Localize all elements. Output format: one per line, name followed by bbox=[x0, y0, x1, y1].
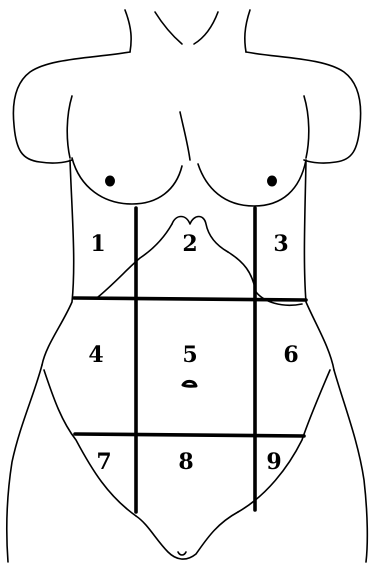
right-nipple-icon bbox=[267, 176, 277, 187]
region-label-3: 3 bbox=[273, 231, 288, 257]
left-hip-outline bbox=[7, 365, 42, 562]
region-label-5: 5 bbox=[182, 342, 197, 368]
neck-right-outline bbox=[245, 10, 250, 52]
region-label-7: 7 bbox=[96, 449, 111, 475]
region-label-8: 8 bbox=[178, 449, 193, 475]
navel-icon bbox=[183, 381, 196, 386]
upper-horizontal-line bbox=[74, 298, 306, 300]
right-breast-outline bbox=[198, 160, 306, 206]
region-label-1: 1 bbox=[90, 231, 105, 257]
neck-left-outline bbox=[125, 10, 131, 52]
region-label-6: 6 bbox=[283, 342, 298, 368]
right-torso-side bbox=[304, 160, 334, 370]
left-torso-side bbox=[42, 160, 74, 365]
left-nipple-icon bbox=[105, 176, 115, 187]
groin-right bbox=[238, 370, 330, 512]
pubic-mark bbox=[178, 552, 186, 555]
region-label-2: 2 bbox=[182, 231, 197, 257]
pubic-curve bbox=[136, 512, 238, 559]
left-breast-outline bbox=[72, 158, 182, 204]
right-armpit-crease bbox=[304, 96, 309, 158]
right-hip-outline bbox=[334, 370, 367, 562]
neck-shadow-right bbox=[194, 12, 218, 44]
groin-left bbox=[44, 370, 136, 516]
left-shoulder-outline bbox=[13, 52, 130, 163]
cleavage-line bbox=[180, 112, 190, 160]
right-costal-margin bbox=[228, 252, 302, 305]
lower-horizontal-line bbox=[75, 434, 304, 436]
left-armpit-crease bbox=[67, 96, 72, 158]
region-label-9: 9 bbox=[266, 449, 281, 475]
right-shoulder-outline bbox=[246, 52, 361, 163]
region-label-4: 4 bbox=[88, 342, 103, 368]
neck-shadow-left bbox=[155, 12, 182, 44]
xiphoid-notch bbox=[172, 217, 228, 253]
